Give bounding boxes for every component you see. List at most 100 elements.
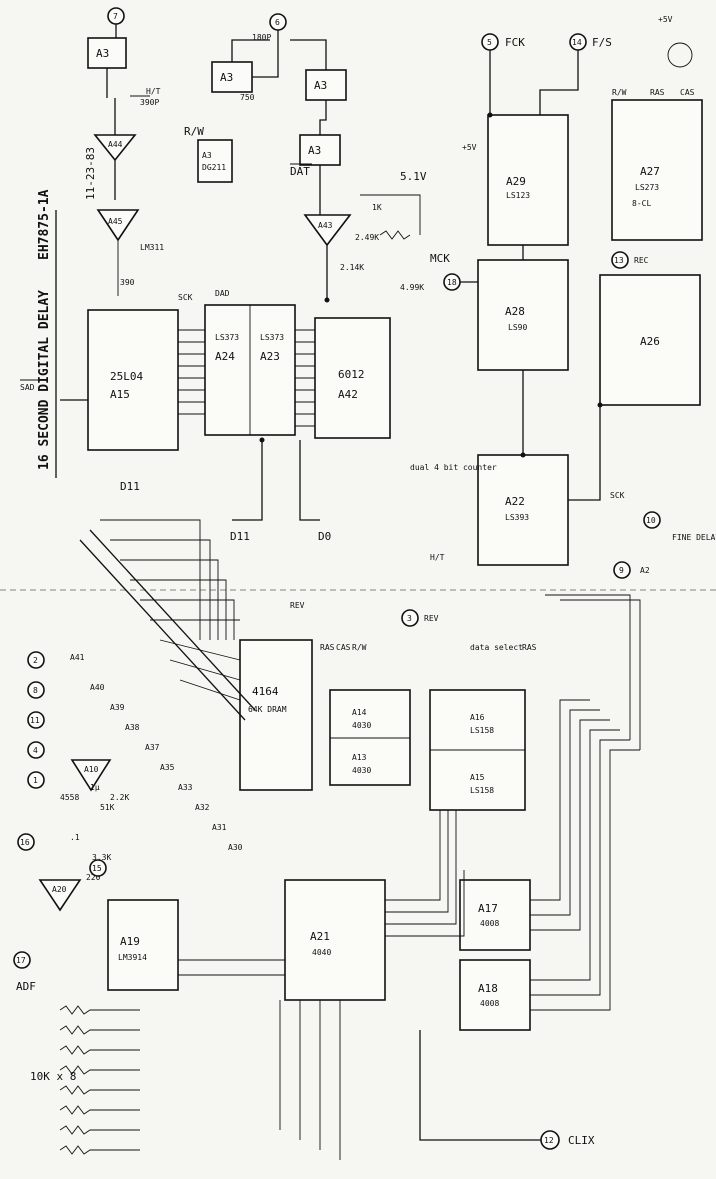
svg-text:4008: 4008 <box>480 919 499 928</box>
svg-text:A32: A32 <box>195 803 210 812</box>
counter-bus <box>178 594 641 1160</box>
svg-text:12: 12 <box>544 1136 554 1145</box>
svg-text:17: 17 <box>16 956 26 965</box>
svg-text:LS90: LS90 <box>508 323 527 332</box>
sck-top-label: SCK <box>178 293 193 302</box>
svg-text:H/T: H/T <box>146 87 161 96</box>
svg-text:16: 16 <box>20 838 30 847</box>
svg-text:2.14K: 2.14K <box>340 263 364 272</box>
svg-text:RAS: RAS <box>522 643 537 652</box>
a3-top-label: A3 <box>96 47 109 60</box>
svg-text:A27: A27 <box>640 165 660 178</box>
svg-text:15: 15 <box>92 864 102 873</box>
data-bus-top <box>178 329 315 427</box>
a28-chip <box>477 259 569 371</box>
svg-text:9: 9 <box>619 566 624 575</box>
date: 11-23-83 <box>84 147 97 200</box>
title-block: 16 SECOND DIGITAL DELAY EH7875-1A <box>37 189 52 470</box>
svg-text:A33: A33 <box>178 783 193 792</box>
svg-text:A40: A40 <box>90 683 105 692</box>
svg-text:A3: A3 <box>220 71 233 84</box>
svg-text:+5V: +5V <box>462 143 477 152</box>
svg-text:CAS: CAS <box>336 643 351 652</box>
svg-text:A15: A15 <box>110 388 130 401</box>
svg-text:REV: REV <box>424 614 439 623</box>
sad-label: SAD <box>20 383 35 392</box>
svg-text:4.99K: 4.99K <box>400 283 424 292</box>
svg-text:LS158: LS158 <box>470 726 494 735</box>
svg-text:LS373: LS373 <box>215 333 239 342</box>
svg-text:A10: A10 <box>84 765 99 774</box>
svg-text:RAS: RAS <box>320 643 335 652</box>
svg-text:25L04: 25L04 <box>110 370 143 383</box>
svg-text:A2: A2 <box>640 566 650 575</box>
svg-text:A21: A21 <box>310 930 330 943</box>
rw-label: R/W <box>184 125 204 138</box>
connector-2 <box>27 651 45 669</box>
svg-text:R/W: R/W <box>352 643 367 652</box>
a19-bargraph-driver <box>107 899 179 991</box>
title: 16 SECOND DIGITAL DELAY <box>37 290 52 470</box>
a18-adder <box>459 959 531 1031</box>
resistor-bank-label: 10K x 8 <box>30 1070 76 1083</box>
svg-text:A16: A16 <box>470 713 485 722</box>
a3-dg211-chip <box>197 139 233 183</box>
clix-label: CLIX <box>568 1134 595 1147</box>
fck-label: FCK <box>505 36 525 49</box>
a3-top-chip <box>87 37 127 69</box>
svg-text:A3: A3 <box>202 151 212 160</box>
svg-text:D0: D0 <box>318 530 331 543</box>
a10-opamp <box>70 759 112 792</box>
data-select-label: data select <box>470 643 523 652</box>
svg-text:A17: A17 <box>478 902 498 915</box>
svg-text:10: 10 <box>646 516 656 525</box>
connector-17 <box>13 951 31 969</box>
svg-text:390P: 390P <box>140 98 159 107</box>
svg-text:REC: REC <box>634 256 649 265</box>
svg-text:4558: 4558 <box>60 793 79 802</box>
connector-13 <box>611 251 629 269</box>
dad-label: DAD <box>215 289 230 298</box>
svg-text:A35: A35 <box>160 763 175 772</box>
svg-text:A13: A13 <box>352 753 367 762</box>
adf-label: ADF <box>16 980 36 993</box>
svg-text:5: 5 <box>487 38 492 47</box>
svg-text:A37: A37 <box>145 743 160 752</box>
svg-text:A3: A3 <box>314 79 327 92</box>
a43-opamp <box>303 214 352 247</box>
a42-dac <box>314 317 391 439</box>
connector-3 <box>401 609 419 627</box>
a17-adder <box>459 879 531 951</box>
svg-text:A14: A14 <box>352 708 367 717</box>
connector-11 <box>27 711 45 729</box>
svg-text:6: 6 <box>275 18 280 27</box>
svg-text:220: 220 <box>86 873 101 882</box>
svg-text:1K: 1K <box>372 203 382 212</box>
svg-text:A29: A29 <box>506 175 526 188</box>
svg-text:2.49K: 2.49K <box>355 233 379 242</box>
svg-text:1μ: 1μ <box>90 783 100 792</box>
svg-text:3: 3 <box>407 614 412 623</box>
svg-text:A18: A18 <box>478 982 498 995</box>
connector-8 <box>27 681 45 699</box>
resistor-ladder <box>59 1005 140 1155</box>
connector-16 <box>17 833 35 851</box>
svg-text:A43: A43 <box>318 221 333 230</box>
svg-text:A45: A45 <box>108 217 123 226</box>
svg-text:14: 14 <box>572 38 582 47</box>
svg-text:CAS: CAS <box>680 88 695 97</box>
a13-a14-xor <box>329 689 411 786</box>
svg-text:A38: A38 <box>125 723 140 732</box>
svg-text:4008: 4008 <box>480 999 499 1008</box>
svg-text:A3: A3 <box>308 144 321 157</box>
sck-right-label: SCK <box>610 491 625 500</box>
fs-label: F/S <box>592 36 612 49</box>
svg-text:LS123: LS123 <box>506 191 530 200</box>
svg-text:A39: A39 <box>110 703 125 712</box>
svg-text:4030: 4030 <box>352 766 371 775</box>
svg-text:D11: D11 <box>230 530 250 543</box>
svg-text:A20: A20 <box>52 885 67 894</box>
svg-text:A24: A24 <box>215 350 235 363</box>
dram-4164 <box>239 639 313 791</box>
